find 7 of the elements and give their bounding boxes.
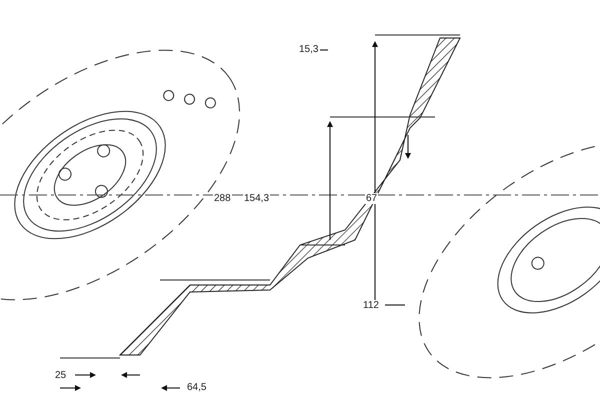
dimension-label: 67 bbox=[365, 193, 378, 204]
dimension-label: 154,3 bbox=[243, 193, 270, 204]
dimension-label: 64,5 bbox=[186, 382, 208, 393]
dimension-label: 25 bbox=[54, 370, 68, 381]
dimension-label: 112 bbox=[362, 300, 380, 311]
dimension-label: 15,3 bbox=[298, 44, 320, 55]
dimension-label: 288 bbox=[213, 193, 232, 204]
